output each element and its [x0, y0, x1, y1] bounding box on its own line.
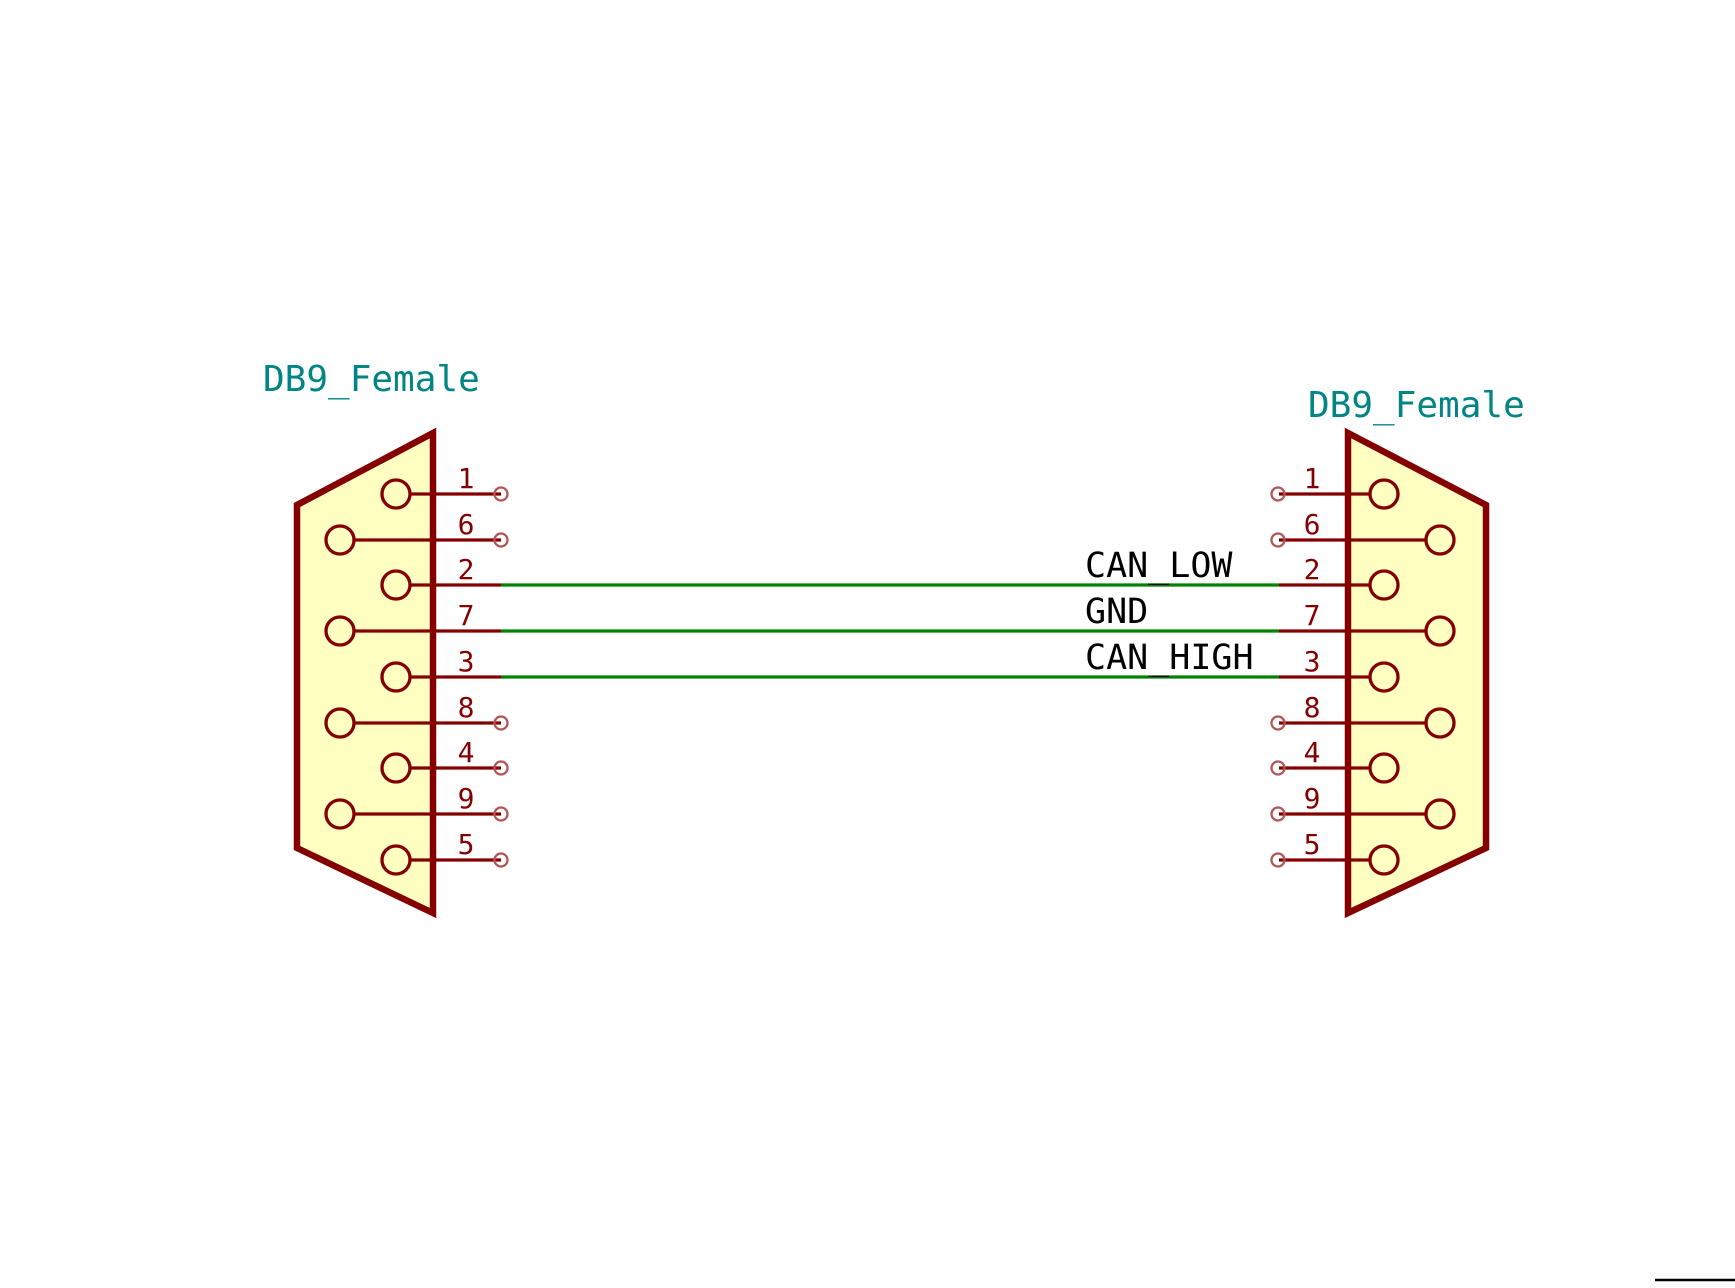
pin-socket-circle [1368, 844, 1400, 876]
pin-number: 1 [1304, 462, 1321, 495]
pin-number: 5 [1304, 828, 1321, 861]
pin-number: 7 [1304, 599, 1321, 632]
pin-number: 3 [458, 645, 475, 678]
pin-socket-circle [380, 478, 412, 510]
pin-number: 1 [458, 462, 475, 495]
right-pin-6[interactable]: 6 [1270, 508, 1456, 556]
pin-socket-circle [380, 661, 412, 693]
unconnected-pin-end-icon [493, 532, 509, 548]
pin-socket-circle [1368, 661, 1400, 693]
left-pin-7[interactable]: 7 [324, 599, 501, 647]
right-pin-9[interactable]: 9 [1270, 782, 1456, 830]
right-pin-4[interactable]: 4 [1270, 736, 1400, 784]
unconnected-pin-end-icon [493, 760, 509, 776]
right-pin-8[interactable]: 8 [1270, 691, 1456, 739]
pin-number: 8 [458, 691, 475, 724]
pin-number: 6 [458, 508, 475, 541]
pin-number: 8 [1304, 691, 1321, 724]
pin-socket-circle [1424, 524, 1456, 556]
pin-socket-circle [324, 707, 356, 739]
left-connector-value-label[interactable]: DB9_Female [263, 359, 480, 400]
pin-socket-circle [1368, 569, 1400, 601]
right-connector[interactable]: DB9_Female 1 6 2 7 3 [1270, 385, 1525, 919]
pin-number: 9 [458, 782, 475, 815]
right-pin-1[interactable]: 1 [1270, 462, 1400, 510]
net-label-gnd[interactable]: GND [1085, 592, 1148, 632]
pin-number: 9 [1304, 782, 1321, 815]
pin-socket-circle [380, 844, 412, 876]
net-label-can-low[interactable]: CAN_LOW [1085, 546, 1233, 586]
pin-socket-circle [1424, 707, 1456, 739]
pin-socket-circle [1368, 752, 1400, 784]
pin-socket-circle [324, 524, 356, 556]
pin-socket-circle [380, 752, 412, 784]
pin-socket-circle [1368, 478, 1400, 510]
left-pin-2[interactable]: 2 [380, 553, 501, 601]
right-pin-5[interactable]: 5 [1270, 828, 1400, 876]
pin-socket-circle [324, 615, 356, 647]
pin-socket-circle [324, 798, 356, 830]
net-wires: CAN_LOW GND CAN_HIGH [501, 546, 1279, 679]
left-connector[interactable]: DB9_Female 1 6 2 7 3 [263, 359, 509, 919]
unconnected-pin-end-icon [493, 852, 509, 868]
pin-socket-circle [380, 569, 412, 601]
unconnected-pin-end-icon [1270, 760, 1286, 776]
right-connector-body[interactable] [1344, 427, 1490, 919]
left-pin-8[interactable]: 8 [324, 691, 509, 739]
unconnected-pin-end-icon [1270, 715, 1286, 731]
left-pin-9[interactable]: 9 [324, 782, 509, 830]
right-pin-3[interactable]: 3 [1279, 645, 1400, 693]
left-pin-4[interactable]: 4 [380, 736, 509, 784]
left-pin-6[interactable]: 6 [324, 508, 509, 556]
right-pin-2[interactable]: 2 [1279, 553, 1400, 601]
unconnected-pin-end-icon [1270, 486, 1286, 502]
unconnected-pin-end-icon [1270, 852, 1286, 868]
right-pin-7[interactable]: 7 [1279, 599, 1456, 647]
pin-number: 6 [1304, 508, 1321, 541]
pin-socket-circle [1424, 615, 1456, 647]
unconnected-pin-end-icon [493, 806, 509, 822]
unconnected-pin-end-icon [1270, 806, 1286, 822]
pin-number: 2 [1304, 553, 1321, 586]
left-pin-5[interactable]: 5 [380, 828, 509, 876]
pin-number: 2 [458, 553, 475, 586]
left-connector-body[interactable] [293, 427, 437, 919]
unconnected-pin-end-icon [493, 486, 509, 502]
unconnected-pin-end-icon [1270, 532, 1286, 548]
unconnected-pin-end-icon [493, 715, 509, 731]
right-connector-value-label[interactable]: DB9_Female [1308, 385, 1525, 426]
pin-number: 3 [1304, 645, 1321, 678]
pin-socket-circle [1424, 798, 1456, 830]
left-pin-3[interactable]: 3 [380, 645, 501, 693]
left-pin-1[interactable]: 1 [380, 462, 509, 510]
pin-number: 4 [1304, 736, 1321, 769]
pin-number: 5 [458, 828, 475, 861]
pin-number: 4 [458, 736, 475, 769]
pin-number: 7 [458, 599, 475, 632]
net-label-can-high[interactable]: CAN_HIGH [1085, 638, 1254, 678]
